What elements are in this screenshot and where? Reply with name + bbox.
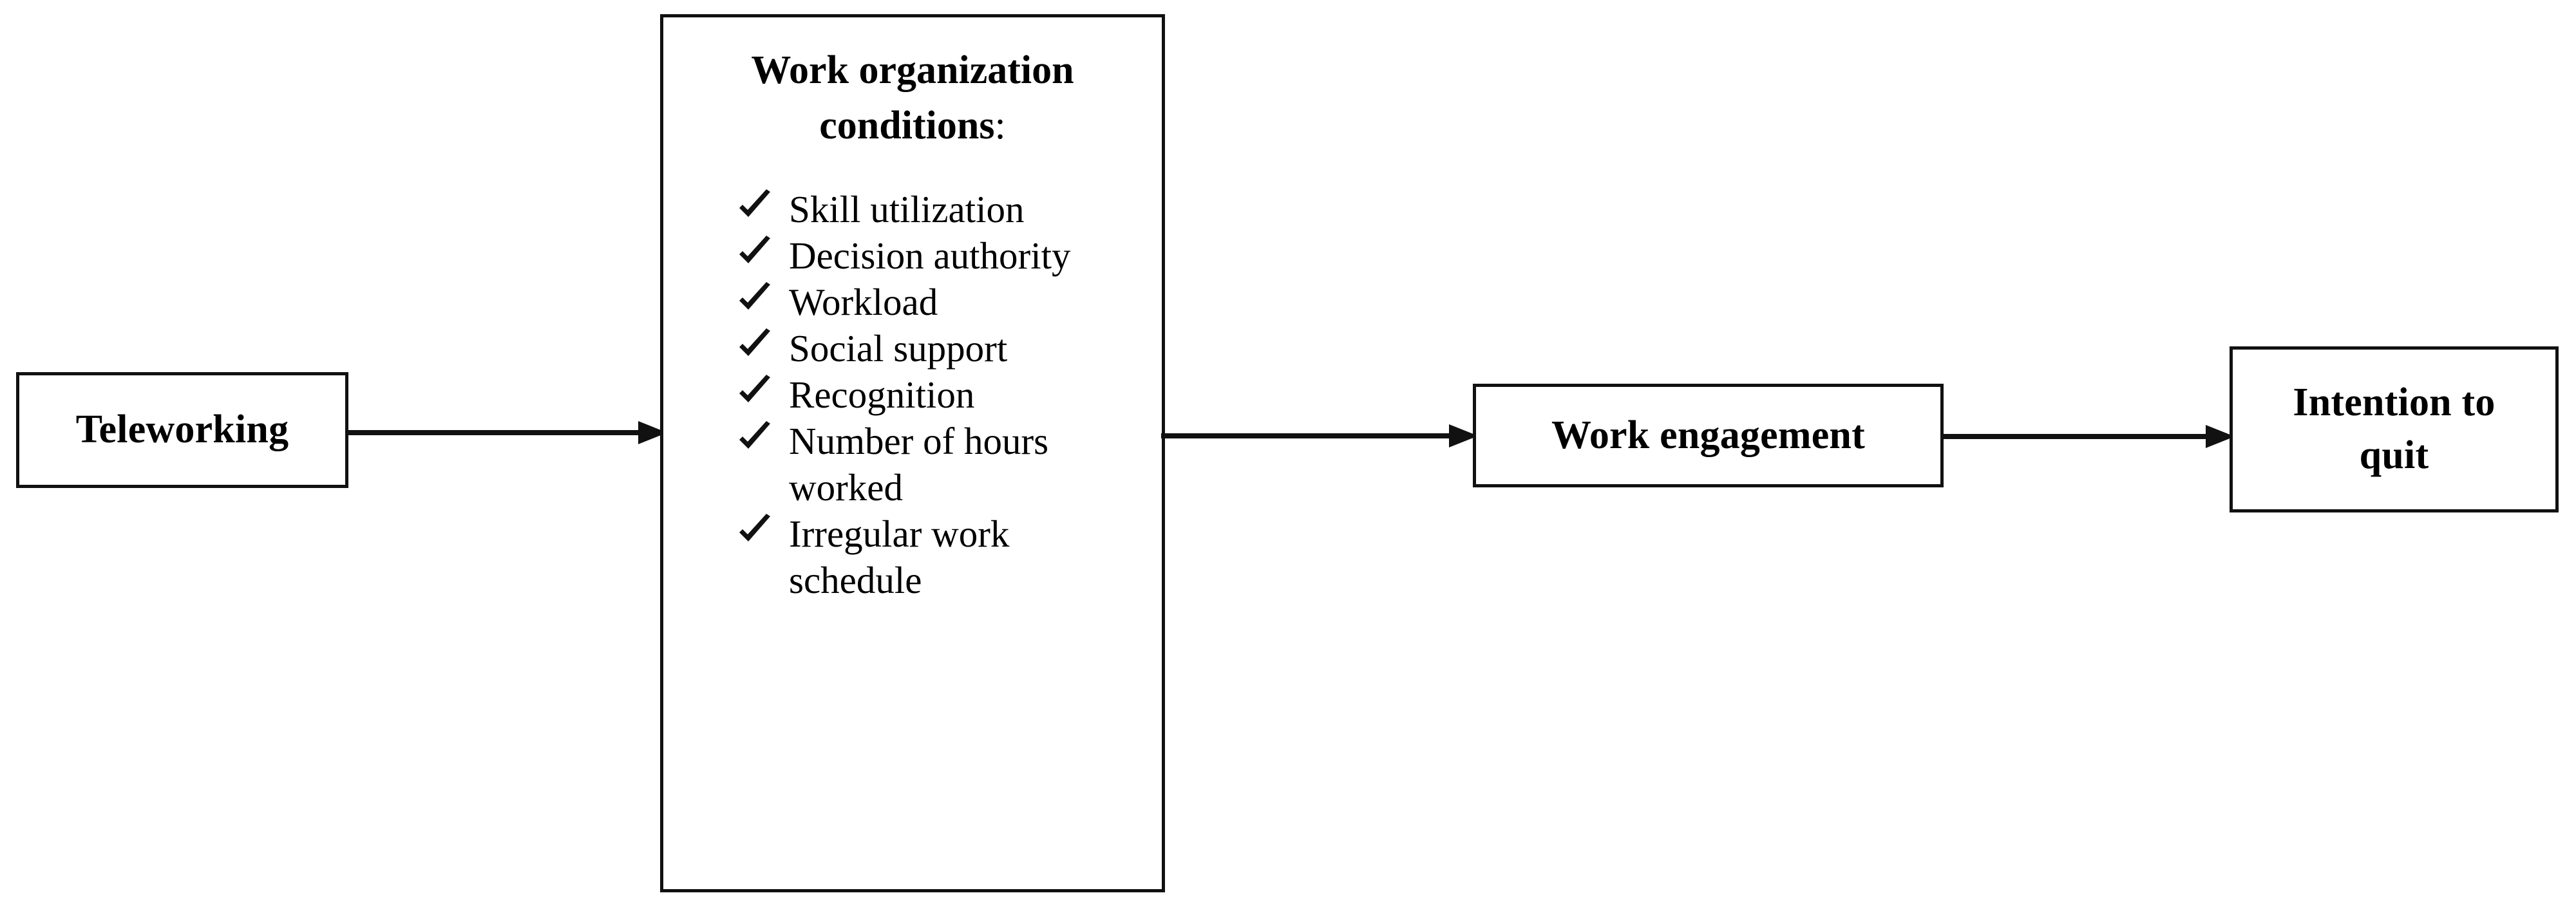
check-icon [735,372,774,411]
list-item-label: Skill utilization [789,188,1025,231]
list-item[interactable]: Skill utilization [735,187,1142,233]
node-work-organization-conditions[interactable]: Work organization conditions: Skill util… [660,14,1165,892]
list-item-label: Number of hours worked [789,419,1049,509]
node-intention-to-quit-label: Intention to quit [2293,380,2496,477]
node-work-engagement[interactable]: Work engagement [1473,384,1944,487]
title-colon: : [994,103,1006,147]
work-conditions-list: Skill utilization Decision authority Wor… [663,187,1162,604]
list-item-label: Workload [789,281,938,324]
title-line-2: conditions [819,103,995,147]
node-teleworking-label: Teleworking [75,408,289,452]
check-icon [735,418,774,457]
arrow-right-icon-teleworking-to-conditions [345,420,667,446]
check-icon [735,326,774,364]
node-work-engagement-label: Work engagement [1551,413,1865,457]
list-item-label: Decision authority [789,234,1071,277]
list-item-label: Recognition [789,373,975,416]
list-item[interactable]: Decision authority [735,233,1142,279]
title-line-1: Work organization [751,48,1074,92]
check-icon [735,233,774,272]
check-icon [735,511,774,550]
node-teleworking[interactable]: Teleworking [16,372,348,488]
list-item-label: Irregular work schedule [789,512,1010,601]
check-icon [735,279,774,318]
list-item[interactable]: Workload [735,279,1142,326]
list-item[interactable]: Number of hours worked [735,418,1142,511]
list-item[interactable]: Recognition [735,372,1142,418]
arrow-right-icon-engagement-to-quit [1940,424,2235,449]
node-intention-to-quit[interactable]: Intention to quit [2230,346,2559,512]
list-item[interactable]: Irregular work schedule [735,511,1142,604]
arrow-right-icon-conditions-to-engagement [1161,423,1478,449]
list-item[interactable]: Social support [735,326,1142,372]
list-item-label: Social support [789,327,1008,370]
node-work-organization-conditions-title: Work organization conditions: [701,43,1124,153]
check-icon [735,187,774,225]
